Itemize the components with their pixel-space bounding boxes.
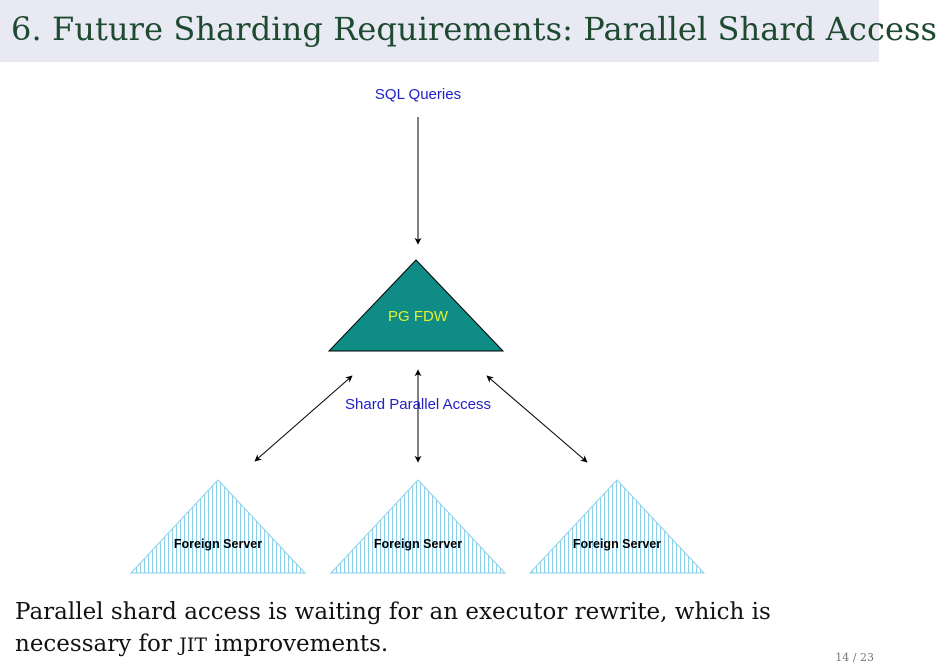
body-line-2-end: improvements. [207,631,389,657]
foreign-server-node: Foreign Server [528,479,706,574]
slide-title: 6. Future Sharding Requirements: Paralle… [11,10,937,48]
jit-term: JIT [179,634,207,656]
sql-queries-label: SQL Queries [375,86,461,103]
foreign-server-label: Foreign Server [174,537,262,551]
access-arrow-right [486,375,588,463]
access-arrow-left [254,375,353,462]
page-number: 14 / 23 [835,651,874,664]
body-line-2: necessary for JIT improvements. [15,628,855,661]
body-line-2-start: necessary for [15,631,180,657]
body-line-1: Parallel shard access is waiting for an … [15,599,771,625]
foreign-server-label: Foreign Server [573,537,661,551]
pg-fdw-label: PG FDW [388,308,449,325]
foreign-server-node: Foreign Server [129,479,307,574]
sharding-diagram: SQL Queries PG FDW Shard Parallel Access… [129,86,706,574]
foreign-server-label: Foreign Server [374,537,462,551]
title-bar: 6. Future Sharding Requirements: Paralle… [0,0,937,62]
foreign-server-node: Foreign Server [329,479,507,574]
body-text: Parallel shard access is waiting for an … [15,596,855,661]
pg-fdw-node [327,259,505,352]
shard-parallel-access-label: Shard Parallel Access [345,396,491,413]
